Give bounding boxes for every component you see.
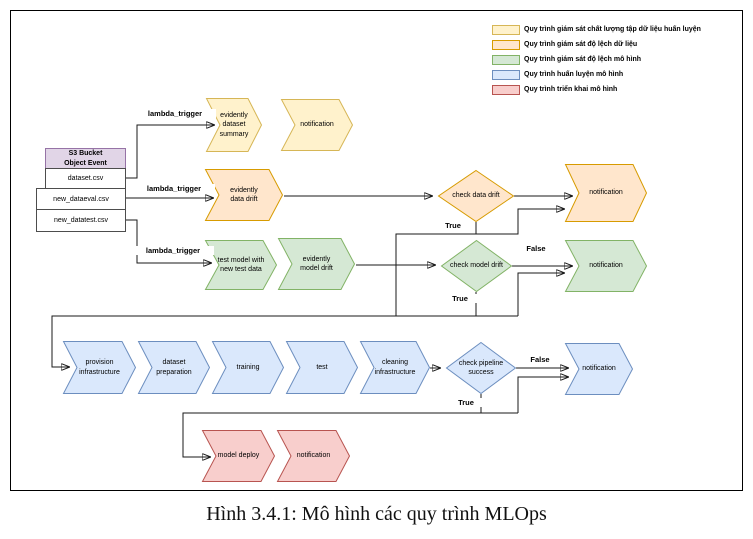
edge-label-true-datadrift: True bbox=[432, 221, 474, 230]
legend-label: Quy trình huấn luyện mô hình bbox=[524, 71, 624, 78]
legend-label: Quy trình giám sát độ lệch dữ liệu bbox=[524, 41, 638, 48]
node-notification-blue: notification bbox=[564, 343, 634, 395]
node-label: check data drift bbox=[452, 192, 500, 200]
node-label: notification bbox=[300, 121, 334, 129]
node-test: test bbox=[285, 341, 359, 394]
node-check-pipeline-success: check pipeline success bbox=[445, 341, 517, 395]
node-label: notification bbox=[589, 262, 623, 270]
s3-row-new-datatest-csv: new_datatest.csv bbox=[36, 209, 126, 232]
legend-swatch-orange bbox=[492, 39, 520, 50]
legend-swatch-red bbox=[492, 84, 520, 95]
node-evidently-dataset-summary: evidently dataset summary bbox=[205, 98, 263, 152]
edge-dataset-to-summary bbox=[125, 125, 214, 179]
node-provision-infrastructure: provision infrastructure bbox=[62, 341, 137, 394]
node-notification-green: notification bbox=[564, 240, 648, 292]
node-evidently-data-drift: evidently data drift bbox=[204, 169, 284, 221]
node-check-model-drift: check model drift bbox=[440, 239, 513, 293]
legend-label: Quy trình triển khai mô hình bbox=[524, 86, 618, 93]
node-label: evidently data drift bbox=[230, 186, 258, 203]
figure-caption: Hình 3.4.1: Mô hình các quy trình MLOps bbox=[206, 503, 547, 525]
legend-item: Quy trình giám sát độ lệch dữ liệu bbox=[492, 37, 701, 52]
s3-bucket-header: S3 Bucket Object Event bbox=[45, 148, 126, 169]
edge-true-junction-to-green-notification bbox=[517, 273, 564, 316]
node-label: notification bbox=[582, 365, 616, 373]
s3-row-dataset-csv: dataset.csv bbox=[45, 168, 126, 189]
node-cleaning-infrastructure: cleaning infrastructure bbox=[359, 341, 431, 394]
edge-label-lambda-trigger-2: lambda_trigger bbox=[133, 184, 215, 193]
node-label: notification bbox=[589, 189, 623, 197]
legend-label: Quy trình giám sát chất lượng tập dữ liệ… bbox=[524, 26, 701, 33]
node-label: check model drift bbox=[450, 262, 503, 270]
node-model-deploy: model deploy bbox=[201, 430, 276, 482]
node-label: model deploy bbox=[217, 452, 260, 460]
node-check-data-drift: check data drift bbox=[437, 169, 515, 223]
edge-label-false-pipeline: False bbox=[519, 355, 561, 364]
legend-item: Quy trình giám sát chất lượng tập dữ liệ… bbox=[492, 22, 701, 37]
edge-pipeline-true-to-modeldeploy bbox=[182, 412, 518, 457]
node-notification-red: notification bbox=[276, 430, 351, 482]
edge-true-junction-to-orange-notification bbox=[395, 209, 564, 316]
edge-label-true-pipeline: True bbox=[445, 398, 487, 407]
node-dataset-preparation: dataset preparation bbox=[137, 341, 211, 394]
node-label: test model with new test data bbox=[217, 256, 265, 273]
node-evidently-model-drift: evidently model drift bbox=[277, 238, 356, 290]
edge-datatest-to-testmodel bbox=[125, 219, 211, 263]
node-label: evidently model drift bbox=[300, 255, 333, 272]
edge-label-true-modeldrift: True bbox=[439, 294, 481, 303]
node-label: check pipeline success bbox=[458, 359, 504, 376]
legend-item: Quy trình giám sát độ lệch mô hình bbox=[492, 52, 701, 67]
node-notification-yellow: notification bbox=[280, 99, 354, 151]
s3-row-new-dataeval-csv: new_dataeval.csv bbox=[36, 188, 126, 210]
edge-label-false-modeldrift: False bbox=[515, 244, 557, 253]
diagram-border bbox=[10, 10, 743, 491]
node-label: test bbox=[316, 363, 328, 371]
edge-true-junction-to-provision bbox=[51, 315, 518, 367]
node-label: notification bbox=[296, 452, 331, 460]
legend-swatch-yellow bbox=[492, 24, 520, 35]
node-label: provision infrastructure bbox=[79, 359, 120, 376]
edge-label-lambda-trigger-1: lambda_trigger bbox=[134, 109, 216, 118]
node-training: training bbox=[211, 341, 285, 394]
node-test-model: test model with new test data bbox=[204, 240, 278, 290]
node-label: training bbox=[236, 363, 260, 371]
legend-swatch-blue bbox=[492, 69, 520, 80]
node-label: cleaning infrastructure bbox=[374, 359, 416, 376]
edge-pipeline-true-to-blue-notification bbox=[517, 377, 568, 413]
node-notification-orange: notification bbox=[564, 164, 648, 222]
legend-item: Quy trình huấn luyện mô hình bbox=[492, 67, 701, 82]
legend-label: Quy trình giám sát độ lệch mô hình bbox=[524, 56, 642, 63]
node-label: dataset preparation bbox=[156, 359, 192, 376]
legend-swatch-green bbox=[492, 54, 520, 65]
edge-label-lambda-trigger-3: lambda_trigger bbox=[132, 246, 214, 255]
legend: Quy trình giám sát chất lượng tập dữ liệ… bbox=[492, 22, 701, 97]
node-label: evidently dataset summary bbox=[219, 112, 249, 138]
legend-item: Quy trình triển khai mô hình bbox=[492, 82, 701, 97]
